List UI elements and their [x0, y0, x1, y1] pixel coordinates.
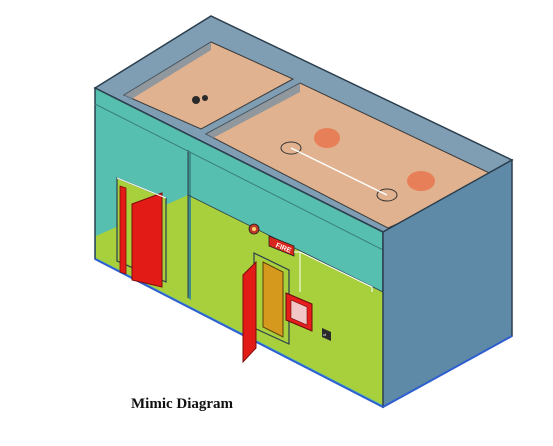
wall-top-band: [94, 103, 384, 251]
main-room-inner-wall: [206, 83, 300, 138]
fire-alarm-panel-icon: [285, 292, 313, 332]
call-point-icon: ct: [322, 328, 331, 341]
door-1-hinge-leaf: [119, 185, 127, 275]
door-1-frame-top: [116, 177, 167, 199]
door-1-leaf: [131, 192, 163, 288]
wall-cable: [299, 251, 373, 292]
door-2-leaf: [242, 260, 257, 364]
diagram-caption: Mimic Diagram: [131, 396, 234, 412]
alarm-bell-icon: [248, 223, 260, 235]
base-line-end: [382, 335, 513, 408]
floor-area: [96, 195, 383, 405]
door-2-panel: [262, 261, 284, 338]
smoke-detector-icon: [280, 141, 398, 202]
call-point-mark: ct: [323, 332, 327, 337]
base-line-front: [94, 258, 384, 408]
rear-room-inner-wall: [124, 42, 211, 100]
ceiling-fan-icon: [314, 128, 435, 191]
detector-cable: [290, 147, 388, 196]
roof-fitting-icon: [192, 95, 208, 104]
partition-wall: [188, 150, 191, 300]
